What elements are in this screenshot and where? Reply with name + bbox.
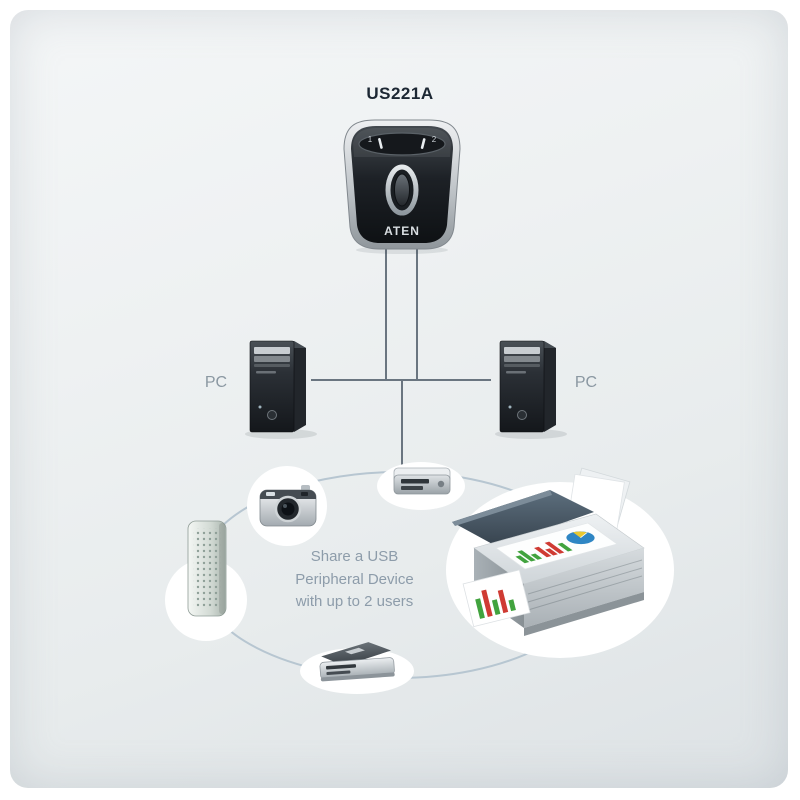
scanned-document bbox=[495, 522, 618, 570]
storage-tower-icon bbox=[183, 518, 233, 620]
pc-label-right: PC bbox=[574, 374, 598, 391]
select-button bbox=[394, 173, 410, 207]
port-1-label: 1 bbox=[368, 135, 373, 144]
caption: Share a USB Peripheral Device with up to… bbox=[262, 546, 447, 614]
port-2-label: 2 bbox=[432, 135, 437, 144]
printer-icon bbox=[446, 466, 658, 654]
usb-hub-icon bbox=[386, 460, 458, 506]
aten-logo-text: ATEN bbox=[384, 224, 420, 238]
pc-label-left: PC bbox=[204, 374, 228, 391]
camera-icon bbox=[257, 479, 319, 533]
caption-line-2: Peripheral Device bbox=[295, 570, 414, 588]
card-reader-icon bbox=[306, 636, 406, 694]
caption-line-3: with up to 2 users bbox=[295, 593, 414, 610]
model-label: US221A bbox=[366, 84, 434, 103]
printed-page bbox=[462, 569, 531, 628]
connector-lines bbox=[311, 246, 491, 474]
pc-tower-left-icon bbox=[242, 337, 314, 433]
scanner-lid bbox=[452, 490, 594, 546]
usb-switch-icon: 1 2 ATEN bbox=[320, 113, 484, 255]
pc-tower-right-icon bbox=[492, 337, 564, 433]
caption-line-1: Share a USB bbox=[310, 548, 399, 565]
